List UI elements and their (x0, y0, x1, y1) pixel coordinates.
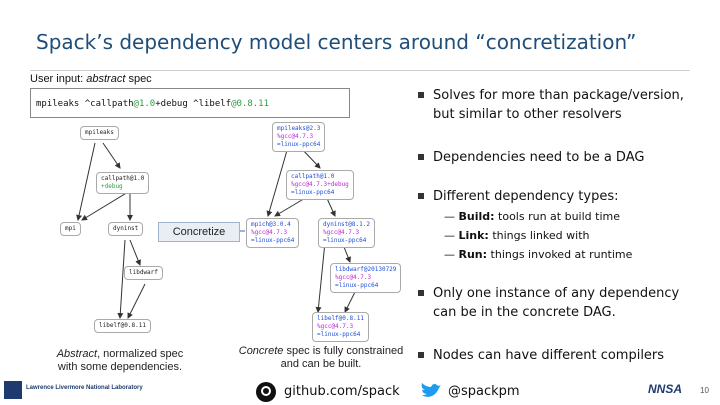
node-variant: +debug (101, 183, 123, 190)
node-label: mpileaks (85, 129, 114, 136)
bullet-text: Solves for more than package/version, bu… (433, 88, 684, 122)
abstract-node-callpath: callpath@1.0 +debug (96, 172, 150, 194)
node-line: %gcc@4.7.3+debug (291, 181, 349, 188)
node-line: %gcc@4.7.3 (323, 229, 360, 236)
spec-text: mpileaks ^callpath@1.0+debug ^libelf@0.8… (36, 99, 269, 109)
abstract-node-mpi: mpi (60, 222, 81, 236)
bullet-text: Nodes can have different compilers (433, 348, 665, 363)
node-line: libelf@0.8.11 (317, 315, 364, 322)
node-line: libdwarf@20130729 (335, 266, 397, 273)
dep-type-desc: things linked with (488, 229, 590, 242)
concretize-arrow-label: Concretize (158, 222, 240, 242)
github-icon (256, 382, 276, 402)
user-input-label: User input: abstract spec (30, 73, 152, 85)
input-label-suffix: spec (125, 73, 152, 85)
dep-type-label: Run: (458, 248, 488, 261)
caption-rest: spec is fully constrained and can be bui… (280, 345, 404, 370)
llnl-logo-icon (4, 381, 22, 399)
slide-number: 10 (700, 386, 709, 395)
twitter-handle[interactable]: @spackpm (448, 384, 520, 399)
node-line: =linux-ppc64 (335, 282, 379, 289)
node-line: callpath@1.0 (291, 173, 335, 180)
node-label: libdwarf (129, 269, 158, 276)
concrete-node-libelf: libelf@0.8.11 %gcc@4.7.3 =linux-ppc64 (312, 312, 369, 342)
bullet-text: Different dependency types: (433, 189, 619, 204)
caption-em: Concrete (238, 345, 284, 357)
abstract-node-libdwarf: libdwarf (124, 266, 163, 280)
concrete-node-callpath: callpath@1.0 %gcc@4.7.3+debug =linux-ppc… (286, 170, 354, 200)
nnsa-logo: NNSA (648, 382, 683, 396)
spec-ver2: @0.8.11 (231, 99, 270, 109)
twitter-icon (421, 383, 441, 397)
node-line: =linux-ppc64 (277, 141, 321, 148)
node-line: callpath@1.0 (101, 175, 144, 183)
node-line: =linux-ppc64 (317, 331, 361, 338)
abstract-node-libelf: libelf@0.8.11 (94, 319, 151, 333)
bullet-marker (418, 154, 424, 160)
node-line: %gcc@4.7.3 (335, 274, 372, 281)
caption-rest: , normalized spec with some dependencies… (57, 348, 184, 373)
node-line: %gcc@4.7.3 (317, 323, 354, 330)
bullet-text: Only one instance of any dependency can … (433, 286, 680, 320)
node-label: mpi (65, 225, 76, 232)
node-line: =linux-ppc64 (291, 189, 335, 196)
node-line: mpich@3.0.4 (251, 221, 291, 228)
input-label-prefix: User input: (30, 73, 87, 85)
spec-part1: mpileaks ^callpath (36, 99, 134, 109)
node-line: mpileaks@2.3 (277, 125, 321, 132)
lab-name: Lawrence Livermore National Laboratory (26, 385, 143, 391)
concrete-node-mpich: mpich@3.0.4 %gcc@4.7.3 =linux-ppc64 (246, 218, 300, 248)
node-line: %gcc@4.7.3 (251, 229, 288, 236)
bullet-marker (418, 352, 424, 358)
node-label: libelf@0.8.11 (99, 322, 146, 329)
slide-title: Spack’s dependency model centers around … (36, 30, 637, 54)
dep-type-link: — Link: things linked with (444, 229, 590, 242)
bullet-marker (418, 92, 424, 98)
concrete-caption: Concrete spec is fully constrained and c… (226, 345, 416, 371)
node-line: =linux-ppc64 (323, 237, 367, 244)
dep-type-label: Link: (458, 229, 489, 242)
bullet-text: Dependencies need to be a DAG (433, 150, 645, 165)
node-line: dyninst@8.1.2 (323, 221, 370, 228)
abstract-caption: Abstract, normalized spec with some depe… (40, 348, 200, 374)
concrete-node-libdwarf: libdwarf@20130729 %gcc@4.7.3 =linux-ppc6… (330, 263, 402, 293)
node-label: callpath@1.0 (101, 175, 145, 182)
dep-type-desc: tools run at build time (494, 210, 620, 223)
concrete-node-mpileaks: mpileaks@2.3 %gcc@4.7.3 =linux-ppc64 (272, 122, 326, 152)
caption-em: Abstract (56, 348, 98, 360)
input-label-em: abstract (86, 73, 126, 85)
abstract-node-mpileaks: mpileaks (80, 126, 119, 140)
abstract-node-dyninst: dyninst (108, 222, 144, 236)
spec-input-box (30, 88, 350, 118)
bullet-marker (418, 290, 424, 296)
bullet-marker (418, 193, 424, 199)
node-line: =linux-ppc64 (251, 237, 295, 244)
node-line: %gcc@4.7.3 (277, 133, 314, 140)
dep-type-build: — Build: tools run at build time (444, 210, 620, 223)
dep-type-desc: things invoked at runtime (487, 248, 633, 261)
github-link[interactable]: github.com/spack (284, 384, 400, 399)
dep-type-label: Build: (458, 210, 495, 223)
spec-part2: +debug ^libelf (155, 99, 232, 109)
concrete-node-dyninst: dyninst@8.1.2 %gcc@4.7.3 =linux-ppc64 (318, 218, 375, 248)
dep-type-run: — Run: things invoked at runtime (444, 248, 633, 261)
spec-ver1: @1.0 (133, 99, 156, 109)
node-label: dyninst (113, 225, 139, 232)
title-underline (30, 70, 690, 71)
